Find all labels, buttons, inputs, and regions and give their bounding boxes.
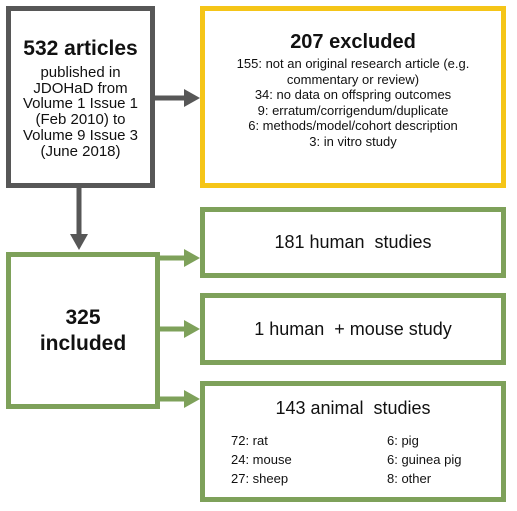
source-line: (June 2018) [40,142,121,160]
arrowhead-to-mixed [184,320,200,338]
human-mouse-text: 1 human + mouse study [254,318,452,339]
source-count: 532 articles [23,36,138,60]
source-box: 532 articles published in JDOHaD from Vo… [6,6,155,188]
excluded-reason: 34: no data on offspring outcomes [254,87,452,103]
excluded-reason: commentary or review) [286,71,420,87]
animal-item: 72: rat [231,433,268,448]
arrowhead-to-animal [184,390,200,408]
source-line: JDOHaD from [33,79,128,97]
arrowhead-to-included [70,234,88,250]
arrowhead-to-excluded [184,89,200,107]
arrowhead-to-human [184,249,200,267]
animal-item: 8: other [387,470,432,486]
animal-item: 6: pig [387,433,419,448]
animal-list-right: 6: pig 6: guinea pig 8: other [387,432,461,489]
human-studies-text: 181 human studies [274,232,432,252]
excluded-reason: 3: in vitro study [309,133,397,149]
included-label: included [39,331,127,355]
excluded-title: 207 excluded [290,31,416,53]
source-line: (Feb 2010) to [35,111,126,128]
human-mouse-box: 1 human + mouse study [200,293,506,365]
source-line: Volume 9 Issue 3 [22,126,139,144]
excluded-reason: 9: erratum/corrigendum/duplicate [257,102,449,118]
included-count: 325 [65,306,101,330]
animal-item: 24: mouse [231,451,292,467]
animal-item: 27: sheep [231,470,289,486]
excluded-box: 207 excluded 155: not an original resear… [200,6,506,188]
excluded-reason: 6: methods/model/cohort description [248,118,458,134]
animal-list-left: 72: rat 24: mouse 27: sheep [231,432,292,489]
excluded-reason: 155: not an original research article (e… [236,56,470,71]
included-box: 325 included [6,252,160,409]
animal-studies-box: 143 animal studies 72: rat 24: mouse 27:… [200,381,506,502]
animal-studies-title: 143 animal studies [275,398,431,418]
animal-item: 6: guinea pig [387,451,462,467]
source-line: Volume 1 Issue 1 [22,95,139,113]
human-studies-box: 181 human studies [200,207,506,278]
source-line: published in [40,63,121,81]
